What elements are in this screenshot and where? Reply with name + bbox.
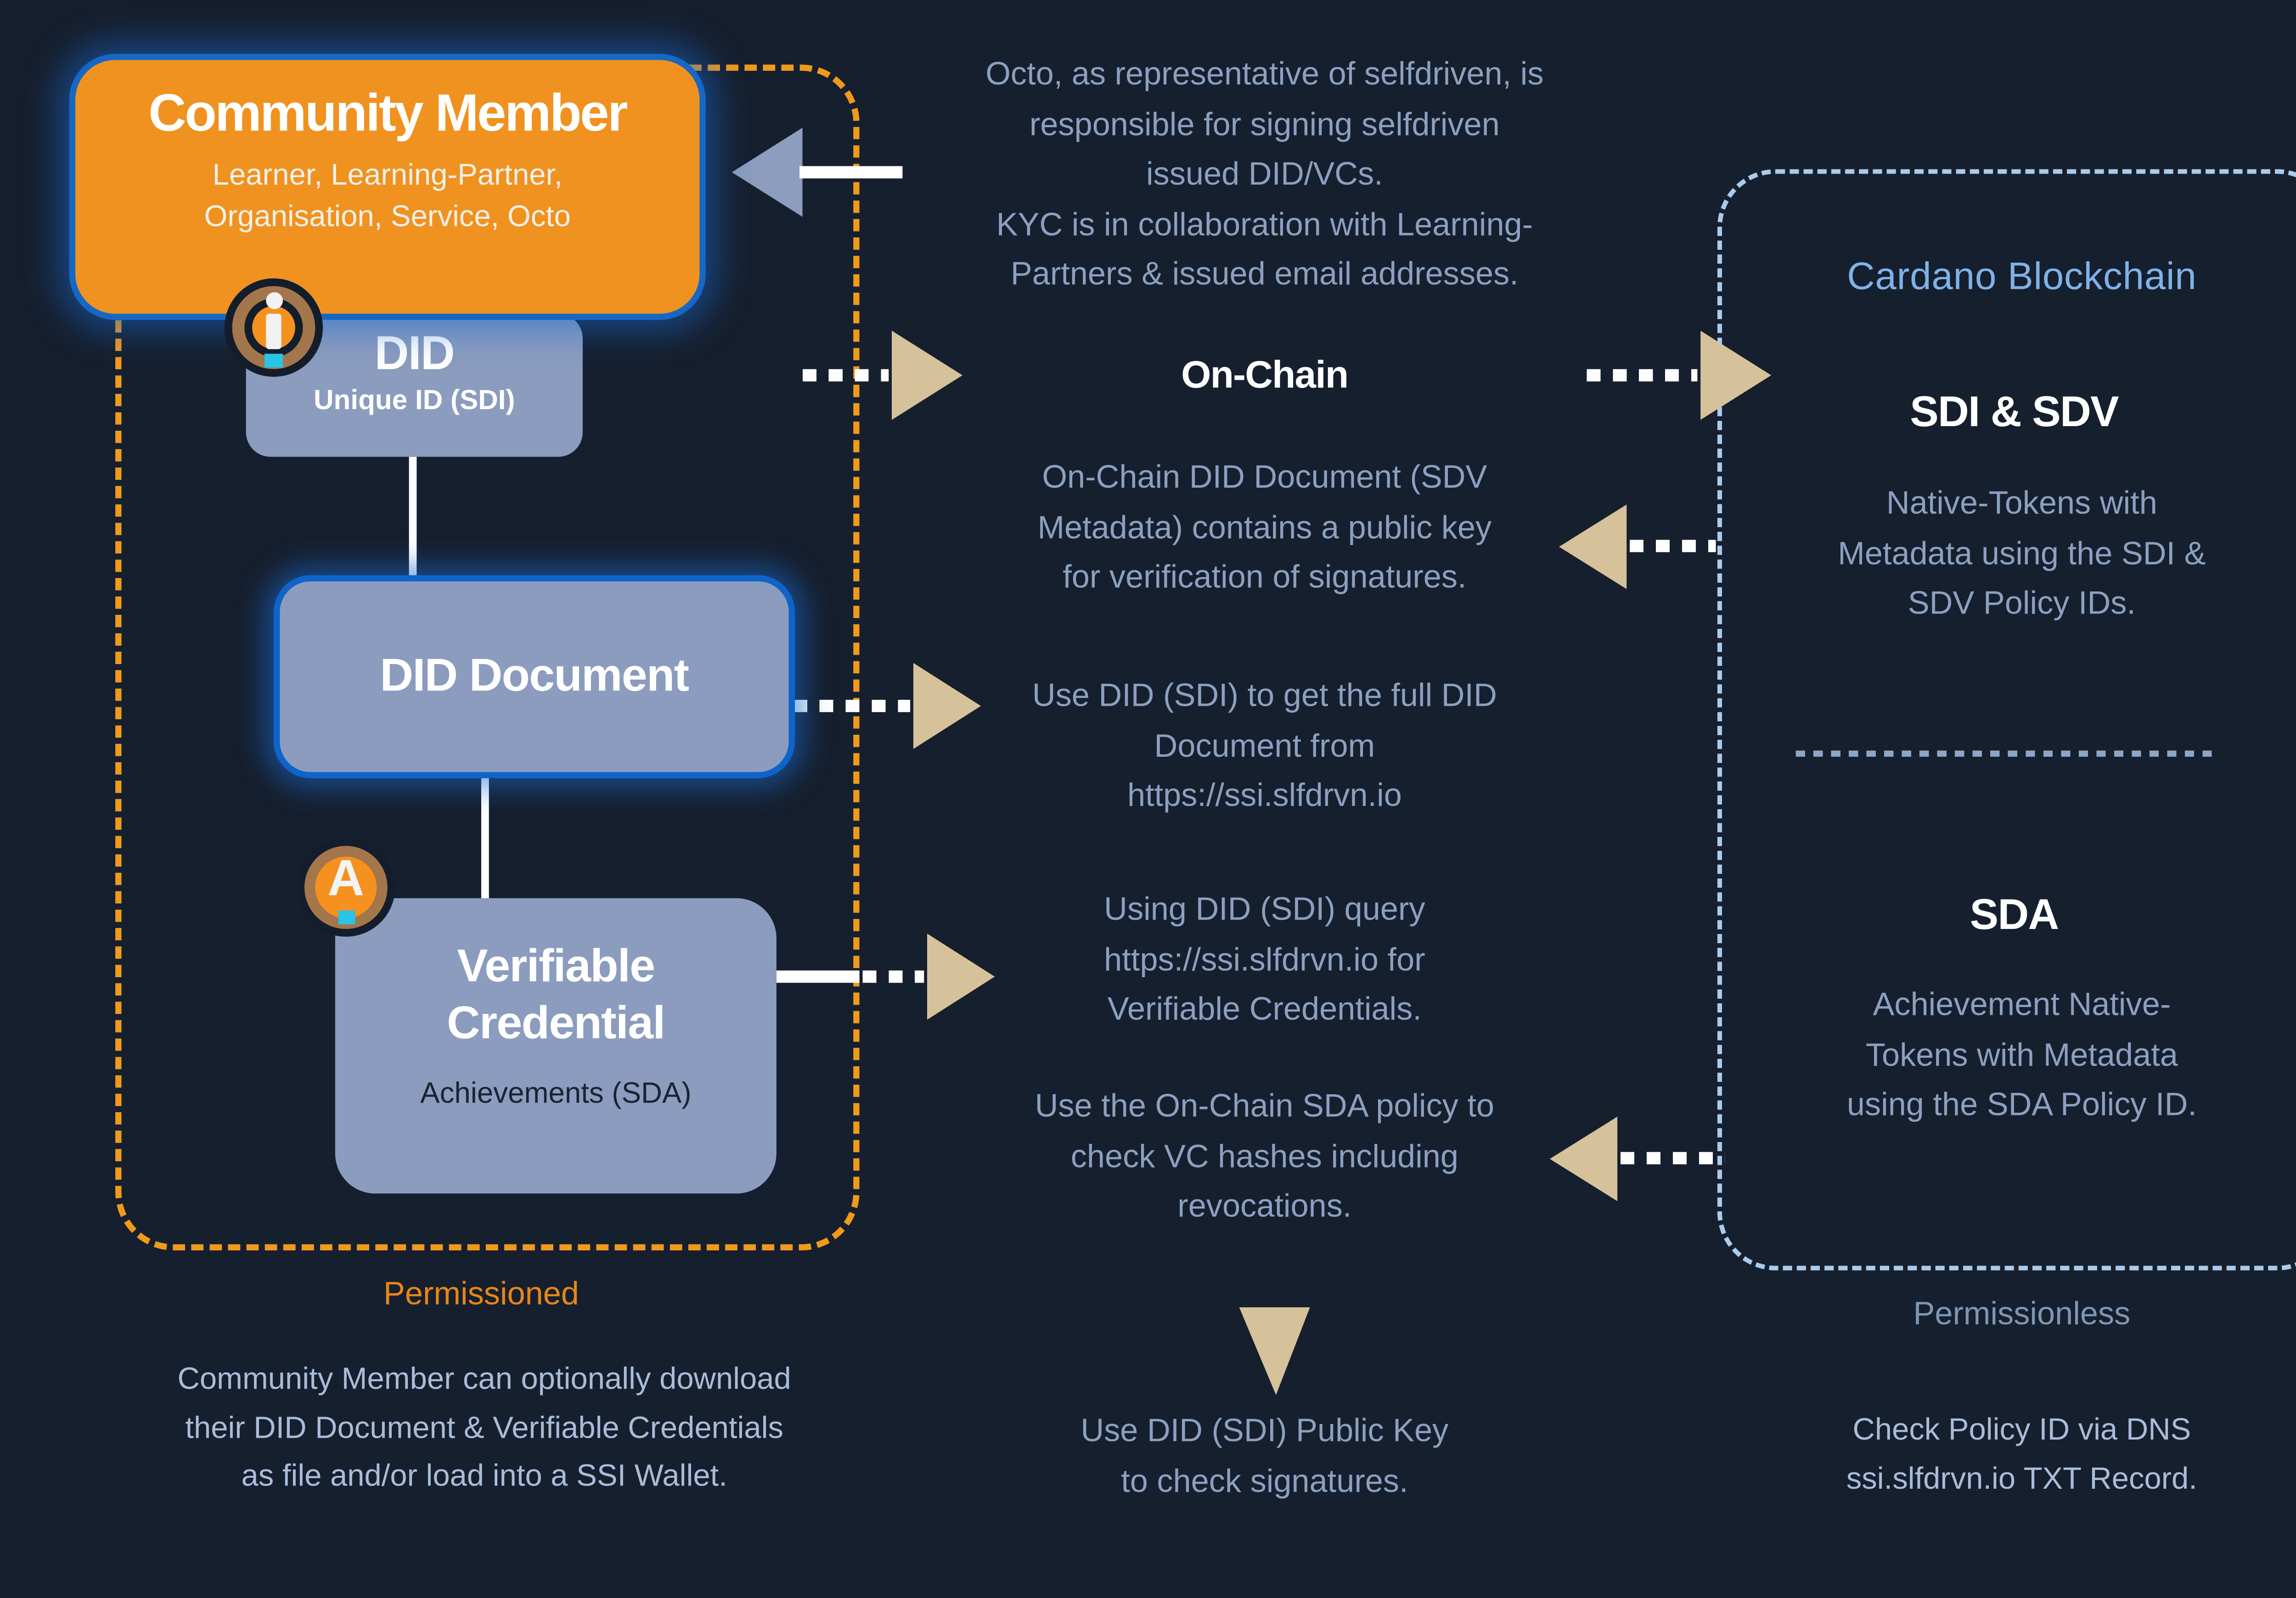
permissioned-label: Permissioned bbox=[383, 1277, 579, 1312]
arrow-line-into-community bbox=[799, 166, 903, 179]
info-icon-stem bbox=[266, 314, 281, 349]
sdi-sdv-body: Native-Tokens with Metadata using the SD… bbox=[1838, 486, 2206, 622]
verifiable-credential-node: Verifiable Credential Achievements (SDA) bbox=[335, 898, 777, 1194]
did-subtitle: Unique ID (SDI) bbox=[314, 384, 515, 416]
did-document-title: DID Document bbox=[380, 650, 690, 702]
cardano-blockchain-title: Cardano Blockchain bbox=[1847, 255, 2197, 298]
community-member-title: Community Member bbox=[148, 84, 628, 143]
vc-query-dashes bbox=[862, 970, 924, 983]
sdi-sdv-heading: SDI & SDV bbox=[1910, 388, 2119, 435]
onchain-right-dashes bbox=[1587, 369, 1698, 382]
public-key-note: Use DID (SDI) Public Key to check signat… bbox=[1080, 1413, 1449, 1499]
did-title: DID bbox=[374, 326, 455, 380]
octo-signing-note: Octo, as representative of selfdriven, i… bbox=[985, 56, 1544, 293]
onchain-left-dashes bbox=[802, 369, 889, 382]
sda-policy-note: Use the On-Chain SDA policy to check VC … bbox=[1035, 1089, 1495, 1225]
sda-body: Achievement Native- Tokens with Metadata… bbox=[1846, 987, 2197, 1123]
achievement-icon-cyan-foot bbox=[337, 910, 355, 924]
info-icon bbox=[224, 278, 323, 377]
verifiable-credential-subtitle: Achievements (SDA) bbox=[420, 1078, 692, 1111]
info-icon-dot bbox=[265, 292, 282, 309]
permissionless-label: Permissionless bbox=[1913, 1296, 2131, 1332]
download-note: Community Member can optionally download… bbox=[177, 1362, 791, 1494]
did-document-lookup-note: Use DID (SDI) to get the full DID Docume… bbox=[1032, 678, 1497, 814]
public-key-down-arrow-icon bbox=[1239, 1307, 1310, 1395]
diddoc-to-vc-connector bbox=[481, 766, 489, 901]
diddoc-lookup-dashes bbox=[793, 699, 911, 712]
community-member-node: Community Member Learner, Learning-Partn… bbox=[69, 54, 706, 320]
sda-heading: SDA bbox=[1970, 890, 2060, 939]
vc-query-note: Using DID (SDI) query https://ssi.slfdrv… bbox=[1104, 892, 1425, 1028]
did-document-node: DID Document bbox=[273, 575, 795, 778]
community-member-subtitle: Learner, Learning-Partner, Organisation,… bbox=[204, 158, 571, 234]
achievement-icon: A bbox=[297, 838, 395, 937]
achievement-icon-orange-core bbox=[315, 856, 377, 918]
permissionless-zone-border bbox=[1717, 169, 2296, 1271]
verifiable-credential-title: Verifiable Credential bbox=[447, 941, 665, 1049]
info-icon-cyan-foot bbox=[264, 353, 283, 367]
sdv-return-dashes bbox=[1630, 540, 1716, 552]
achievement-icon-letter: A bbox=[327, 849, 365, 906]
vc-query-line bbox=[776, 970, 860, 983]
on-chain-label: On-Chain bbox=[1181, 354, 1349, 397]
dns-note: Check Policy ID via DNS ssi.slfdrvn.io T… bbox=[1846, 1413, 2197, 1496]
sda-return-dashes bbox=[1621, 1152, 1725, 1165]
did-to-diddoc-connector bbox=[409, 456, 417, 577]
sdv-metadata-note: On-Chain DID Document (SDV Metadata) con… bbox=[1037, 460, 1492, 596]
right-panel-separator bbox=[1795, 750, 2217, 756]
